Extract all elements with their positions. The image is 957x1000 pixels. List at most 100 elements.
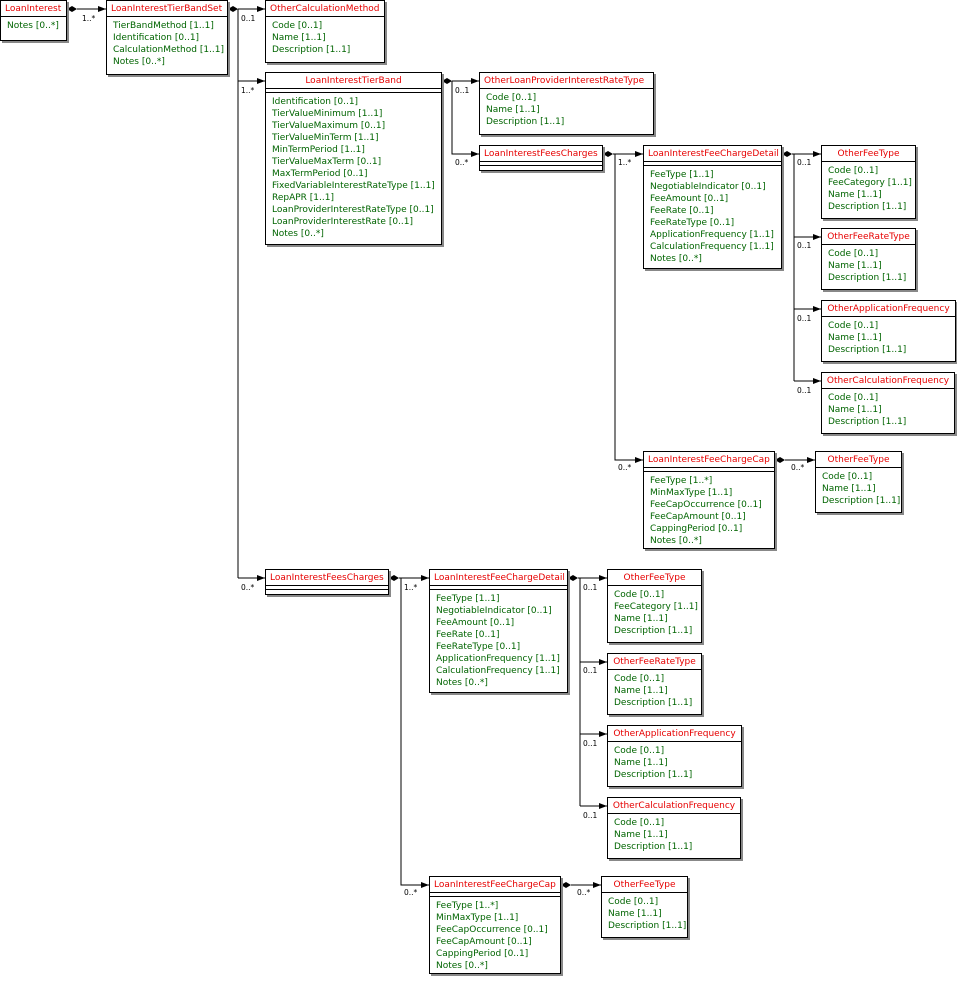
arrowhead xyxy=(813,306,821,312)
arrowhead xyxy=(599,731,607,737)
attribute: Description [1..1] xyxy=(614,842,693,852)
class-loan-interest-tier-band[interactable]: LoanInterestTierBand Identification [0..… xyxy=(265,72,442,245)
attribute: FeeCapOccurrence [0..1] xyxy=(436,925,548,935)
class-loan-interest-fees-charges[interactable]: LoanInterestFeesCharges xyxy=(265,569,389,595)
attribute: FeeRate [0..1] xyxy=(436,630,500,640)
arrowhead xyxy=(471,151,479,157)
arrowhead xyxy=(593,882,601,888)
class-other-calculation-method[interactable]: OtherCalculationMethod Code [0..1]Name [… xyxy=(265,0,385,63)
arrowhead xyxy=(98,6,106,12)
class-name: OtherFeeRateType xyxy=(822,229,915,245)
class-name: LoanInterestFeesCharges xyxy=(480,146,602,162)
class-name: OtherFeeRateType xyxy=(608,654,701,670)
attribute: FeeType [1..*] xyxy=(650,476,713,486)
attribute: CappingPeriod [0..1] xyxy=(650,524,743,534)
association-line xyxy=(614,154,643,461)
class-name: OtherApplicationFrequency xyxy=(608,726,741,742)
composition-diamond xyxy=(603,151,613,157)
class-loan-interest-fee-charge-cap[interactable]: LoanInterestFeeChargeCap FeeType [1..*]M… xyxy=(429,876,561,974)
composition-diamond xyxy=(67,6,77,12)
attribute: Notes [0..*] xyxy=(650,254,702,264)
attribute-list: Code [0..1]Name [1..1]Description [1..1] xyxy=(822,389,954,430)
attribute: Description [1..1] xyxy=(608,921,687,931)
arrowhead xyxy=(813,234,821,240)
attribute: FeeRateType [0..1] xyxy=(436,642,521,652)
arrowhead xyxy=(471,78,479,84)
class-other-fee-type[interactable]: OtherFeeType Code [0..1]Name [1..1]Descr… xyxy=(815,451,902,513)
class-other-application-frequency[interactable]: OtherApplicationFrequency Code [0..1]Nam… xyxy=(607,725,742,787)
attribute-list: Code [0..1]Name [1..1]Description [1..1] xyxy=(480,89,653,130)
arrowhead xyxy=(813,378,821,384)
class-other-fee-rate-type[interactable]: OtherFeeRateType Code [0..1]Name [1..1]D… xyxy=(821,228,916,290)
multiplicity-label: 0..1 xyxy=(797,314,812,323)
arrowhead xyxy=(599,803,607,809)
attribute: FeeCategory [1..1] xyxy=(828,178,912,188)
attribute: Code [0..1] xyxy=(614,818,665,828)
class-name: OtherCalculationFrequency xyxy=(822,373,954,389)
multiplicity-label: 0..1 xyxy=(797,158,812,167)
attribute: NegotiableIndicator [0..1] xyxy=(650,182,766,192)
class-loan-interest[interactable]: LoanInterest Notes [0..*] xyxy=(0,0,67,41)
class-other-calculation-frequency[interactable]: OtherCalculationFrequency Code [0..1]Nam… xyxy=(821,372,955,434)
compartment-separator xyxy=(644,468,774,472)
attribute: MinMaxType [1..1] xyxy=(436,913,519,923)
class-other-fee-type[interactable]: OtherFeeType Code [0..1]Name [1..1]Descr… xyxy=(601,876,688,938)
arrowhead xyxy=(421,882,429,888)
attribute: Name [1..1] xyxy=(614,614,668,624)
attribute: TierValueMaxTerm [0..1] xyxy=(272,157,382,167)
class-loan-interest-fees-charges[interactable]: LoanInterestFeesCharges xyxy=(479,145,603,171)
attribute: Code [0..1] xyxy=(822,472,873,482)
class-other-loan-provider-interest-rate-type[interactable]: OtherLoanProviderInterestRateType Code [… xyxy=(479,72,654,135)
multiplicity-label: 0..* xyxy=(618,463,632,472)
attribute: Description [1..1] xyxy=(828,417,907,427)
multiplicity-label: 1..* xyxy=(241,86,255,95)
attribute-list: Code [0..1]FeeCategory [1..1]Name [1..1]… xyxy=(608,586,701,639)
class-name: OtherFeeType xyxy=(822,146,915,162)
attribute: Code [0..1] xyxy=(614,674,665,684)
multiplicity-label: 0..1 xyxy=(241,14,256,23)
attribute: Description [1..1] xyxy=(828,273,907,283)
attribute: FeeRateType [0..1] xyxy=(650,218,735,228)
attribute: FeeType [1..*] xyxy=(436,901,499,911)
class-loan-interest-tier-band-set[interactable]: LoanInterestTierBandSet TierBandMethod [… xyxy=(106,0,228,75)
class-other-calculation-frequency[interactable]: OtherCalculationFrequency Code [0..1]Nam… xyxy=(607,797,741,859)
multiplicity-label: 0..* xyxy=(241,583,255,592)
attribute: Notes [0..*] xyxy=(436,961,488,971)
class-name: OtherCalculationMethod xyxy=(266,1,384,17)
multiplicity-label: 1..* xyxy=(404,583,418,592)
attribute-list: FeeType [1..*] MinMaxType [1..1] FeeCapOcc… xyxy=(430,897,560,974)
compartment-separator xyxy=(430,893,560,897)
attribute: Description [1..1] xyxy=(614,770,693,780)
class-other-application-frequency[interactable]: OtherApplicationFrequency Code [0..1]Nam… xyxy=(821,300,956,362)
attribute: Code [0..1] xyxy=(828,393,879,403)
attribute-list: Code [0..1]Name [1..1]Description [1..1] xyxy=(602,893,687,934)
attribute: Name [1..1] xyxy=(614,758,668,768)
arrowhead xyxy=(421,575,429,581)
arrowhead xyxy=(599,659,607,665)
class-loan-interest-fee-charge-detail[interactable]: LoanInterestFeeChargeDetail FeeType [1..… xyxy=(429,569,568,693)
attribute: Notes [0..*] xyxy=(650,536,702,546)
attribute-list: TierBandMethod [1..1]Identification [0..… xyxy=(107,17,227,70)
arrowhead xyxy=(599,575,607,581)
class-other-fee-rate-type[interactable]: OtherFeeRateType Code [0..1]Name [1..1]D… xyxy=(607,653,702,715)
attribute: Name [1..1] xyxy=(272,33,326,43)
attribute: Code [0..1] xyxy=(608,897,659,907)
class-loan-interest-fee-charge-cap[interactable]: LoanInterestFeeChargeCap FeeType [1..*]M… xyxy=(643,451,775,549)
arrowhead xyxy=(257,6,265,12)
association-line xyxy=(400,578,429,886)
attribute-list: Code [0..1]Name [1..1]Description [1..1] xyxy=(822,245,915,286)
attribute: ApplicationFrequency [1..1] xyxy=(436,654,560,664)
class-other-fee-type[interactable]: OtherFeeType Code [0..1]FeeCategory [1..… xyxy=(821,145,916,219)
attribute: Description [1..1] xyxy=(828,345,907,355)
compartment-separator xyxy=(266,89,441,93)
class-loan-interest-fee-charge-detail[interactable]: LoanInterestFeeChargeDetail FeeType [1..… xyxy=(643,145,782,269)
attribute-list: Code [0..1]Name [1..1]Description [1..1] xyxy=(608,742,741,783)
class-other-fee-type[interactable]: OtherFeeType Code [0..1]FeeCategory [1..… xyxy=(607,569,702,643)
attribute-list: Code [0..1]Name [1..1]Description [1..1] xyxy=(816,468,901,509)
composition-diamond xyxy=(442,78,452,84)
multiplicity-label: 0..1 xyxy=(583,811,598,820)
attribute: CappingPeriod [0..1] xyxy=(436,949,529,959)
attribute: Description [1..1] xyxy=(486,117,565,127)
compartment-separator xyxy=(266,586,388,590)
attribute-list: Notes [0..*] xyxy=(1,17,66,34)
